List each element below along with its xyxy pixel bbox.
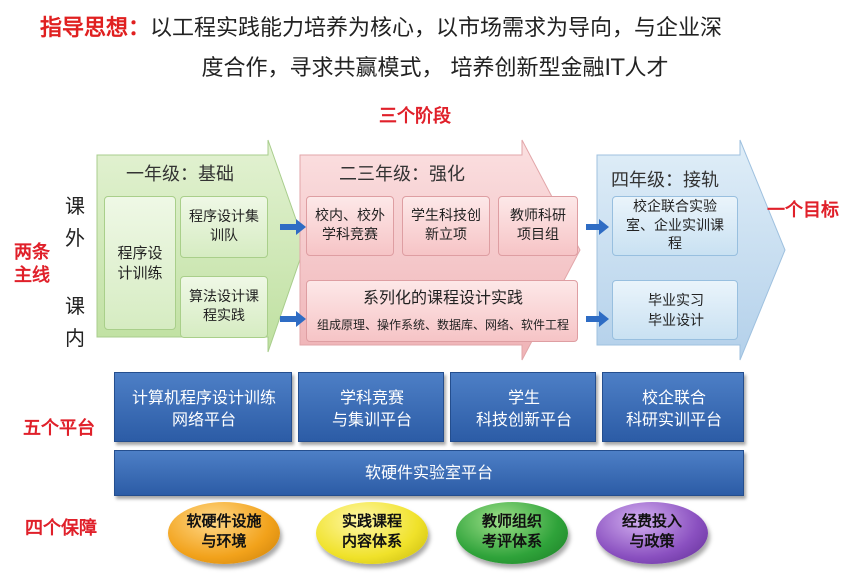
guarantee-2-line-1: 实践课程 bbox=[341, 512, 402, 531]
box-programming-training: 程序设计训练 bbox=[104, 196, 176, 330]
box-enterprise-lab: 校企联合实验室、企业实训课程 bbox=[612, 196, 738, 256]
stage-title-3: 四年级：接轨 bbox=[611, 170, 719, 191]
platform-lab-base: 软硬件实验室平台 bbox=[114, 450, 744, 496]
series-title: 系列化的课程设计实践 bbox=[362, 288, 523, 308]
guarantee-3-line-2: 考评体系 bbox=[481, 532, 542, 551]
connector-arrow-3 bbox=[586, 219, 609, 235]
graduation-internship: 毕业实习 bbox=[648, 292, 704, 309]
graduation-design: 毕业设计 bbox=[648, 312, 704, 329]
guarantee-1-line-1: 软硬件设施 bbox=[186, 512, 262, 531]
platform-3-line-1: 学生 bbox=[507, 387, 540, 407]
platform-2-line-2: 与集训平台 bbox=[331, 409, 412, 429]
guarantee-teacher-evaluation: 教师组织 考评体系 bbox=[456, 502, 568, 564]
curricular-char-1: 课 bbox=[65, 293, 85, 318]
platform-4-line-1: 校企联合 bbox=[641, 387, 706, 407]
box-programming-team: 程序设计集训队 bbox=[180, 196, 268, 258]
series-subtitle: 组成原理、操作系统、数据库、网络、软件工程 bbox=[316, 317, 569, 332]
platform-programming-network: 计算机程序设计训练 网络平台 bbox=[114, 372, 292, 442]
guarantees-label: 四个保障 bbox=[25, 518, 97, 539]
box-algorithm-practice: 算法设计课程实践 bbox=[180, 276, 268, 338]
platform-1-line-2: 网络平台 bbox=[171, 409, 236, 429]
guarantee-2-line-2: 内容体系 bbox=[341, 532, 402, 551]
box-graduation: 毕业实习 毕业设计 bbox=[612, 280, 738, 340]
guarantee-curriculum: 实践课程 内容体系 bbox=[316, 502, 428, 564]
stage-title-1: 一年级：基础 bbox=[126, 164, 234, 185]
platform-1-line-1: 计算机程序设计训练 bbox=[131, 387, 276, 407]
extracurricular-char-1: 课 bbox=[65, 193, 85, 218]
guide-line-2: 度合作，寻求共赢模式， 培养创新型金融IT人才 bbox=[201, 56, 669, 81]
box-student-project: 学生科技创新立项 bbox=[402, 196, 490, 256]
guarantee-4-line-1: 经费投入 bbox=[621, 512, 682, 531]
guarantee-4-line-2: 与政策 bbox=[629, 532, 675, 551]
connector-arrow-4 bbox=[586, 311, 609, 327]
guarantee-3-line-1: 教师组织 bbox=[481, 512, 542, 531]
platform-enterprise-research: 校企联合 科研实训平台 bbox=[602, 372, 744, 442]
guide-line-1: 指导思想：以工程实践能力培养为核心，以市场需求为导向，与企业深 bbox=[40, 10, 830, 42]
connector-arrow-1 bbox=[280, 219, 306, 235]
platform-4-line-2: 科研实训平台 bbox=[625, 409, 722, 429]
guarantee-funding-policy: 经费投入 与政策 bbox=[596, 502, 708, 564]
box-teacher-project: 教师科研项目组 bbox=[498, 196, 578, 256]
guide-text-1: 以工程实践能力培养为核心，以市场需求为导向，与企业深 bbox=[150, 16, 723, 41]
guarantee-1-line-2: 与环境 bbox=[201, 532, 247, 551]
extracurricular-char-2: 外 bbox=[65, 225, 85, 250]
box-subject-contest: 校内、校外学科竞赛 bbox=[306, 196, 394, 256]
platform-contest-training: 学科竞赛 与集训平台 bbox=[298, 372, 444, 442]
platform-student-innovation: 学生 科技创新平台 bbox=[450, 372, 596, 442]
box-course-design-series: 系列化的课程设计实践 组成原理、操作系统、数据库、网络、软件工程 bbox=[306, 280, 578, 342]
goal-label: 一个目标 bbox=[767, 200, 839, 221]
platform-3-line-2: 科技创新平台 bbox=[475, 409, 572, 429]
guarantee-facilities: 软硬件设施 与环境 bbox=[168, 502, 280, 564]
platform-2-line-1: 学科竞赛 bbox=[339, 387, 404, 407]
guide-label: 指导思想： bbox=[40, 16, 151, 41]
two-lines-label: 两条主线 bbox=[14, 241, 50, 286]
stage-title-2: 二三年级：强化 bbox=[339, 164, 465, 185]
platforms-label: 五个平台 bbox=[23, 418, 95, 439]
stages-title: 三个阶段 bbox=[379, 106, 451, 127]
connector-arrow-2 bbox=[280, 311, 306, 327]
curricular-char-2: 内 bbox=[65, 325, 85, 350]
